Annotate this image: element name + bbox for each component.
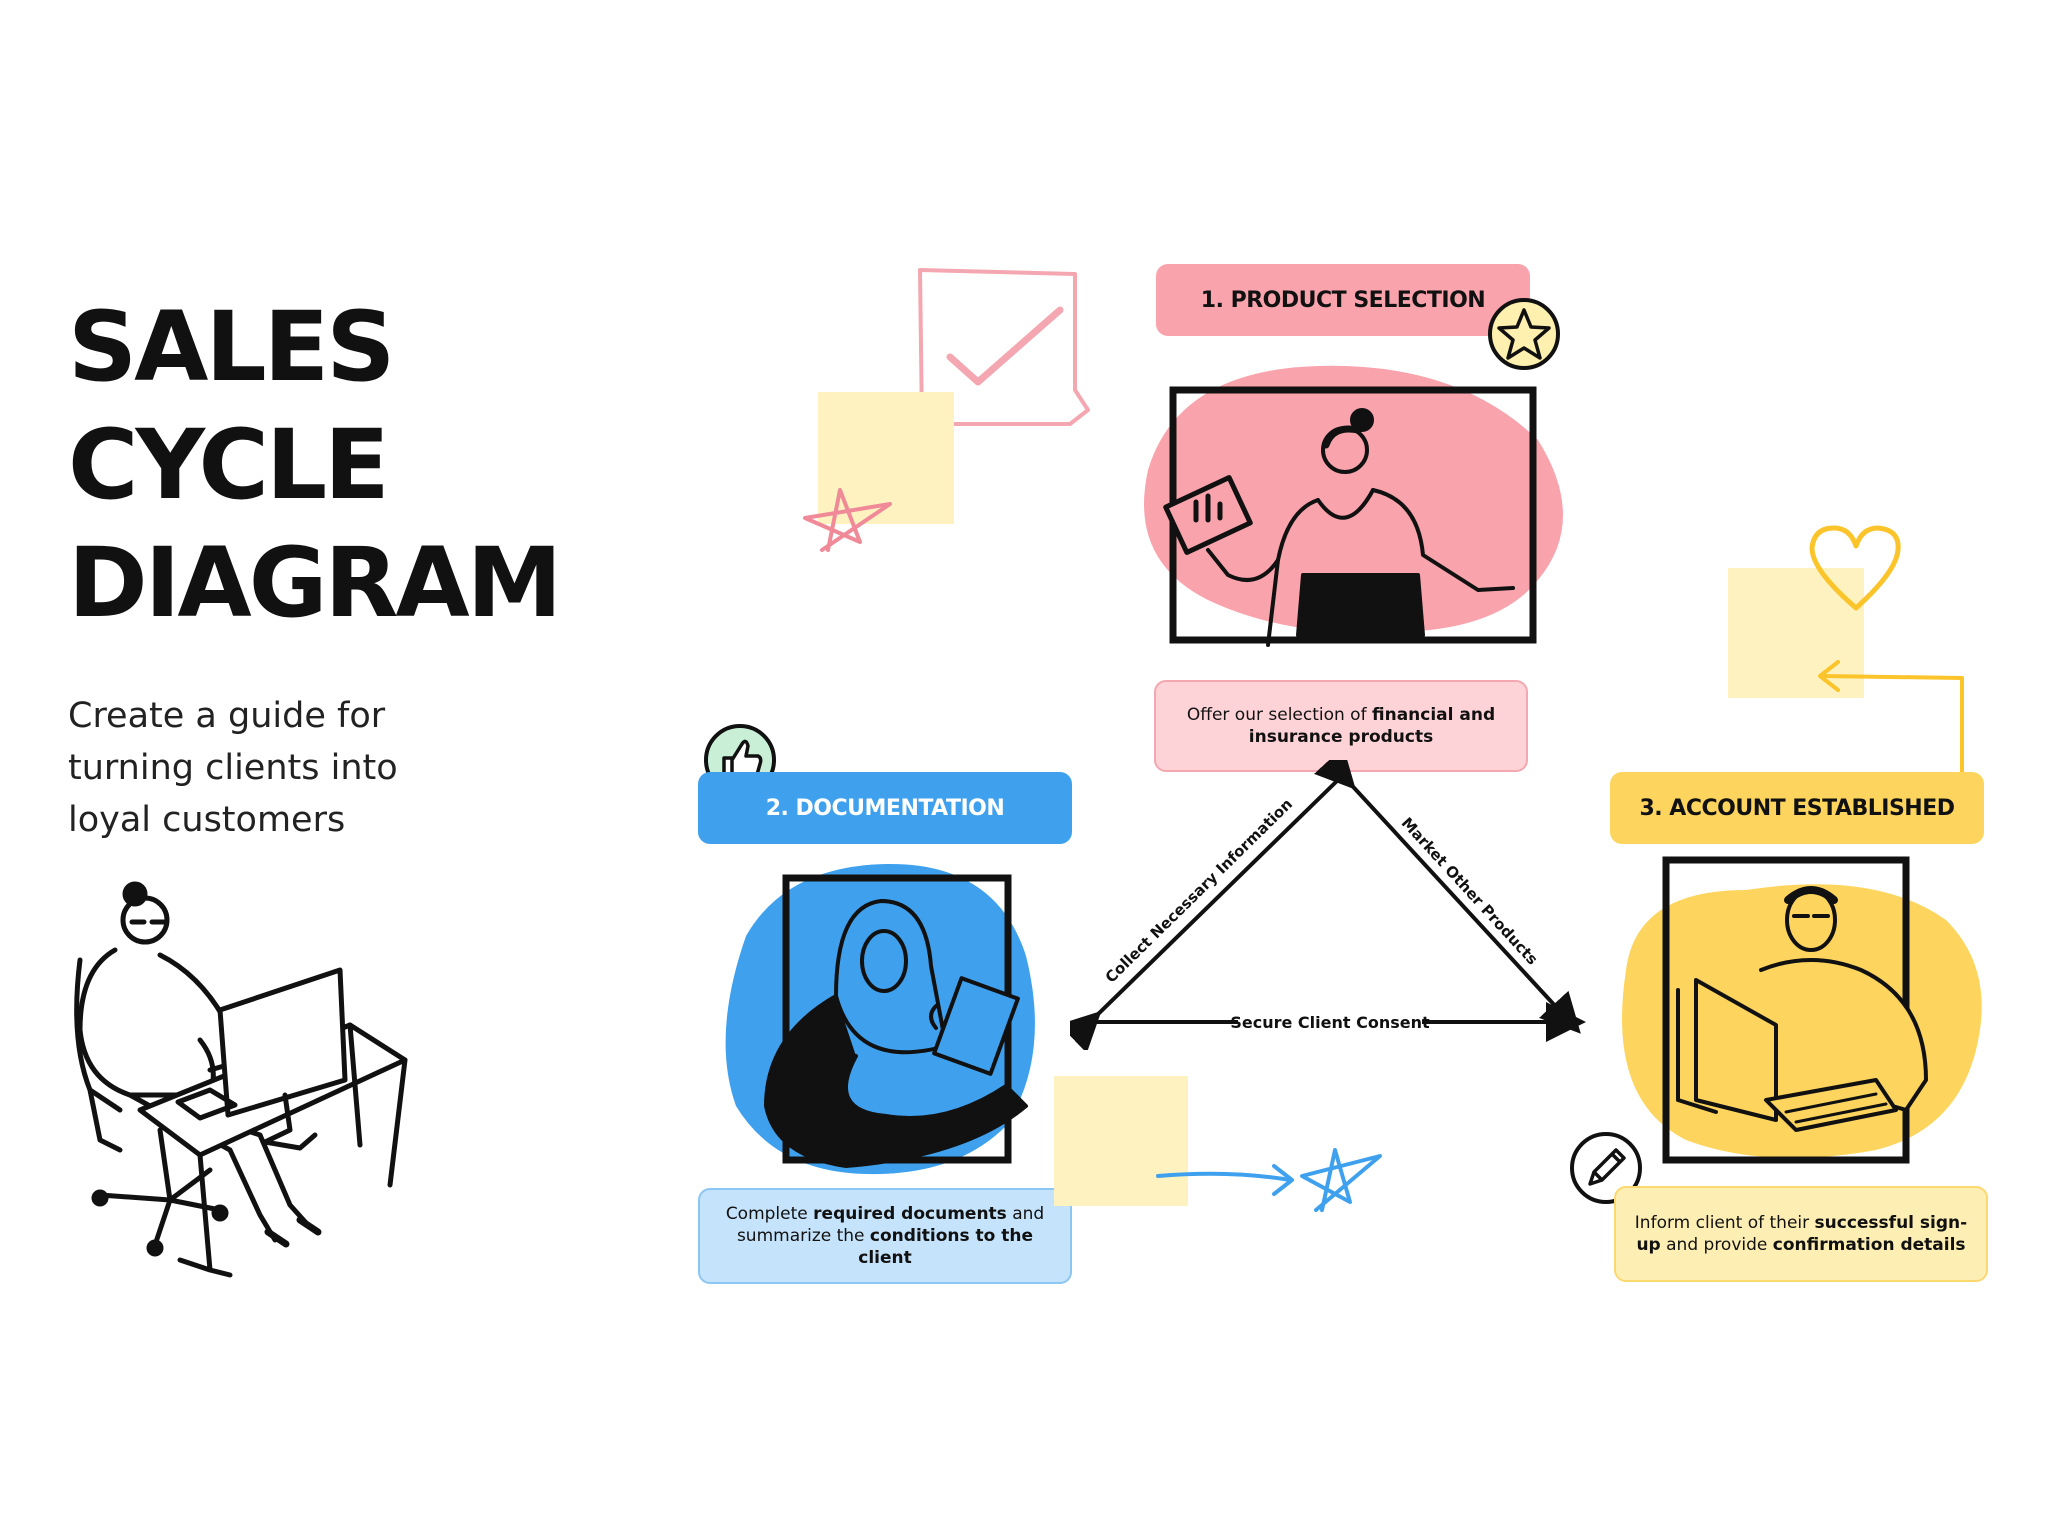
arrow-left-label: Collect Necessary Information (1102, 795, 1296, 986)
sticky-note-top-left (818, 392, 954, 524)
yellow-arrow-decoration (1818, 660, 1964, 793)
step-3-illustration (1622, 856, 1982, 1164)
step-3-desc-text-1: Inform client of their (1634, 1213, 1815, 1233)
scribble-star-icon (803, 488, 892, 552)
step-2-desc-bold-2: conditions to the client (858, 1226, 1034, 1268)
arrow-right-label: Market Other Products (1398, 814, 1542, 969)
blue-scribble-star-icon (1300, 1148, 1382, 1212)
step-1-description: Offer our selection of financial and ins… (1154, 680, 1528, 772)
page-subtitle: Create a guide for turning clients into … (68, 696, 398, 840)
step-3-desc-text-2: and provide (1660, 1235, 1773, 1255)
step-1-header: 1. PRODUCT SELECTION (1156, 264, 1530, 336)
step-1-desc-text: Offer our selection of (1186, 705, 1372, 725)
blue-arrow-decoration (1156, 1148, 1382, 1212)
step-2-desc-text-1: Complete (725, 1204, 814, 1224)
arrow-left (1070, 776, 1342, 1050)
step-2-description: Complete required documents and summariz… (698, 1188, 1072, 1284)
pencil-icon (1570, 1132, 1642, 1204)
cycle-arrows: Secure Client Consent Collect Necessary … (1070, 760, 1586, 1050)
title-line-3: DIAGRAM (68, 527, 562, 639)
title-line-1: SALES (68, 291, 395, 403)
title-line-2: CYCLE (68, 409, 390, 521)
step-1-desc-bold: financial and insurance products (1248, 705, 1496, 747)
person-at-desk-illustration (74, 881, 408, 1278)
sticky-note-bottom-middle (1054, 1076, 1188, 1206)
step-2-header: 2. DOCUMENTATION (698, 772, 1072, 844)
checkmark-icon (946, 306, 1064, 386)
step-1-illustration (1144, 365, 1563, 647)
step-2-desc-text-2: and summarize the (736, 1204, 1045, 1246)
star-icon (1488, 298, 1560, 370)
arrow-bottom-label: Secure Client Consent (1230, 1013, 1430, 1032)
step-3-desc-bold-1: successful sign-up (1636, 1213, 1968, 1255)
step-3-description: Inform client of their successful sign-u… (1614, 1186, 1988, 1282)
step-2-illustration (725, 863, 1035, 1175)
arrow-right (1314, 760, 1581, 1034)
step-2-desc-bold-1: required documents (813, 1204, 1007, 1224)
page-title: SALES CYCLE DIAGRAM (68, 288, 562, 642)
step-3-desc-bold-2: confirmation details (1772, 1235, 1966, 1255)
step-3-header: 3. ACCOUNT ESTABLISHED (1610, 772, 1984, 844)
heart-icon (1809, 525, 1901, 611)
